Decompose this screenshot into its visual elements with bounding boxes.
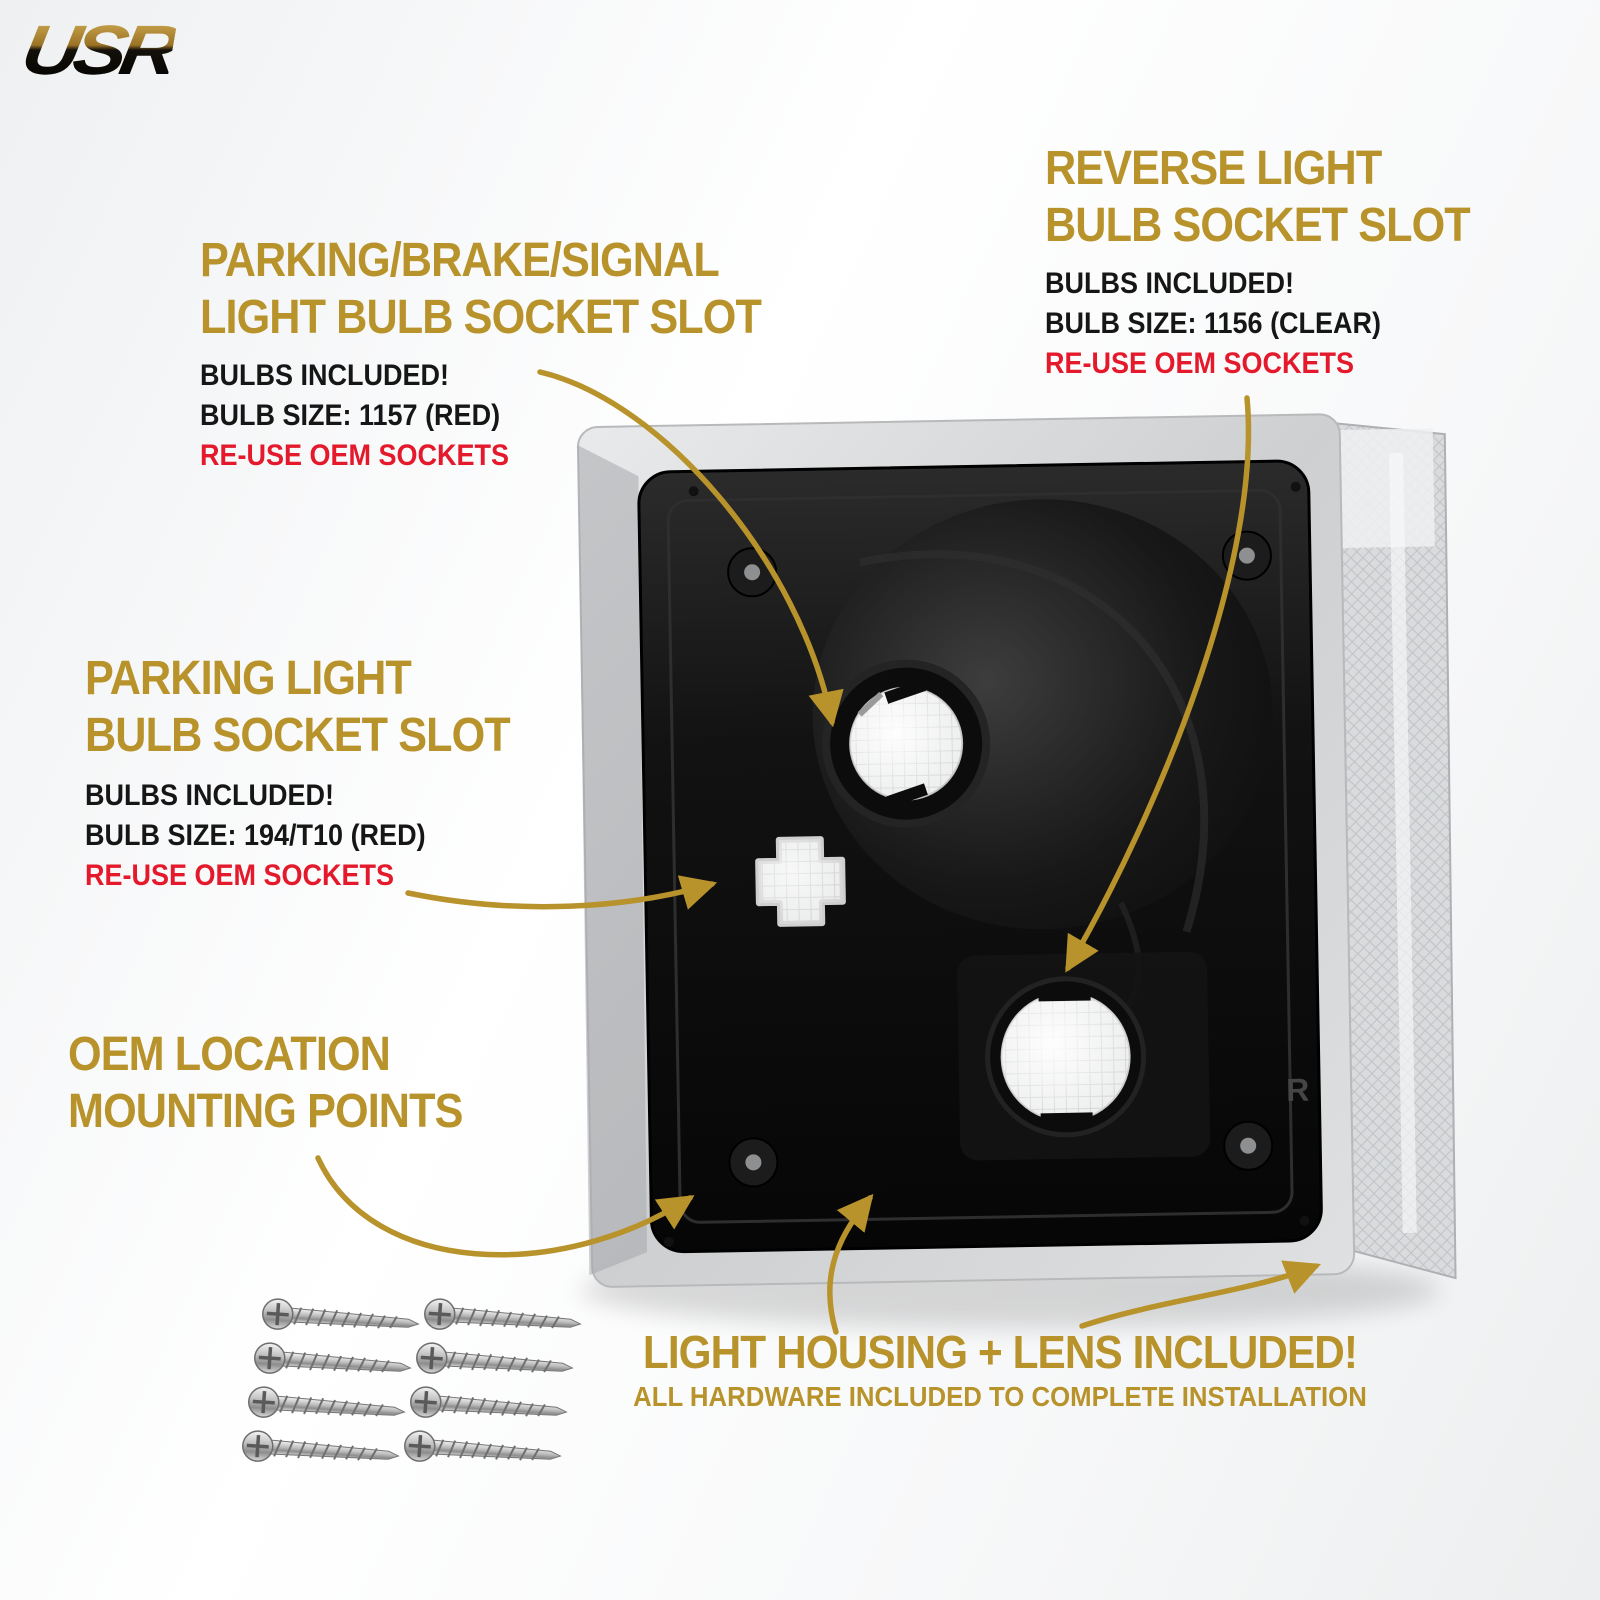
annotation-included: LIGHT HOUSING + LENS INCLUDED! ALL HARDW… — [558, 1326, 1441, 1416]
annotation-note: BULB SIZE: 194/T10 (RED) — [85, 819, 426, 852]
annotation-note: BULB SIZE: 1157 (RED) — [200, 399, 501, 432]
part-marking: R — [1286, 1072, 1310, 1108]
parking-bulb-socket-slot — [755, 836, 846, 927]
annotation-parking-brake-signal: PARKING/BRAKE/SIGNAL LIGHT BULB SOCKET S… — [200, 232, 762, 476]
screw-icon — [402, 1428, 564, 1473]
callout-arrows — [315, 369, 1321, 1335]
reverse-bulb-socket-slot — [957, 951, 1211, 1161]
annotation-oem-mounting: OEM LOCATION MOUNTING POINTS — [68, 1026, 463, 1140]
arrow-reverse-socket — [1065, 395, 1252, 973]
tail-light-housing: R — [576, 413, 1457, 1288]
arrow-signal-socket — [537, 369, 844, 728]
mounting-bosses — [727, 530, 1274, 1188]
screw-icon — [252, 1340, 414, 1385]
annotation-reverse-light: REVERSE LIGHT BULB SOCKET SLOT BULBS INC… — [1045, 140, 1471, 384]
annotation-note: BULB SIZE: 1156 (CLEAR) — [1045, 307, 1382, 340]
arrow-housing — [827, 1193, 874, 1335]
included-title: LIGHT HOUSING + LENS INCLUDED! — [642, 1326, 1358, 1378]
annotation-title-line: LIGHT BULB SOCKET SLOT — [200, 291, 762, 344]
cone-highlight — [859, 550, 1209, 933]
signal-bulb-socket-slot — [822, 659, 991, 828]
screw-icon — [414, 1340, 576, 1385]
shell-screw-dots — [663, 481, 1310, 1247]
annotation-title-line: BULB SOCKET SLOT — [85, 709, 511, 762]
housing-left-edge — [577, 445, 647, 1276]
screw-icon — [408, 1384, 570, 1429]
annotation-note: BULBS INCLUDED! — [200, 359, 449, 392]
included-subtitle: ALL HARDWARE INCLUDED TO COMPLETE INSTAL… — [633, 1381, 1367, 1412]
arrow-lens — [1079, 1260, 1321, 1329]
arrow-parking-socket — [405, 875, 718, 910]
annotation-title-line: PARKING/BRAKE/SIGNAL — [200, 234, 720, 287]
lens-clear-section — [1332, 428, 1435, 549]
annotation-title-line: BULB SOCKET SLOT — [1045, 199, 1471, 252]
annotation-note-reuse: RE-USE OEM SOCKETS — [85, 859, 395, 892]
annotation-note: BULBS INCLUDED! — [85, 779, 334, 812]
annotation-title-line: REVERSE LIGHT — [1045, 142, 1382, 195]
screw-icon — [240, 1428, 402, 1473]
annotation-note-reuse: RE-USE OEM SOCKETS — [1045, 347, 1355, 380]
screw-icon — [246, 1384, 408, 1429]
annotation-note-reuse: RE-USE OEM SOCKETS — [200, 439, 510, 472]
usr-logo: USR — [16, 11, 180, 89]
lens-highlight — [1389, 452, 1417, 1234]
annotation-title-line: PARKING LIGHT — [85, 652, 412, 705]
annotation-parking-light: PARKING LIGHT BULB SOCKET SLOT BULBS INC… — [85, 650, 511, 896]
annotation-title-line: MOUNTING POINTS — [68, 1085, 463, 1138]
annotation-note: BULBS INCLUDED! — [1045, 267, 1294, 300]
arrow-mounting-points — [315, 1155, 695, 1258]
panel-flange-line — [666, 488, 1294, 1224]
screw-icon — [260, 1296, 422, 1341]
hardware-screws — [240, 1296, 584, 1473]
annotation-title-line: OEM LOCATION — [68, 1028, 391, 1081]
